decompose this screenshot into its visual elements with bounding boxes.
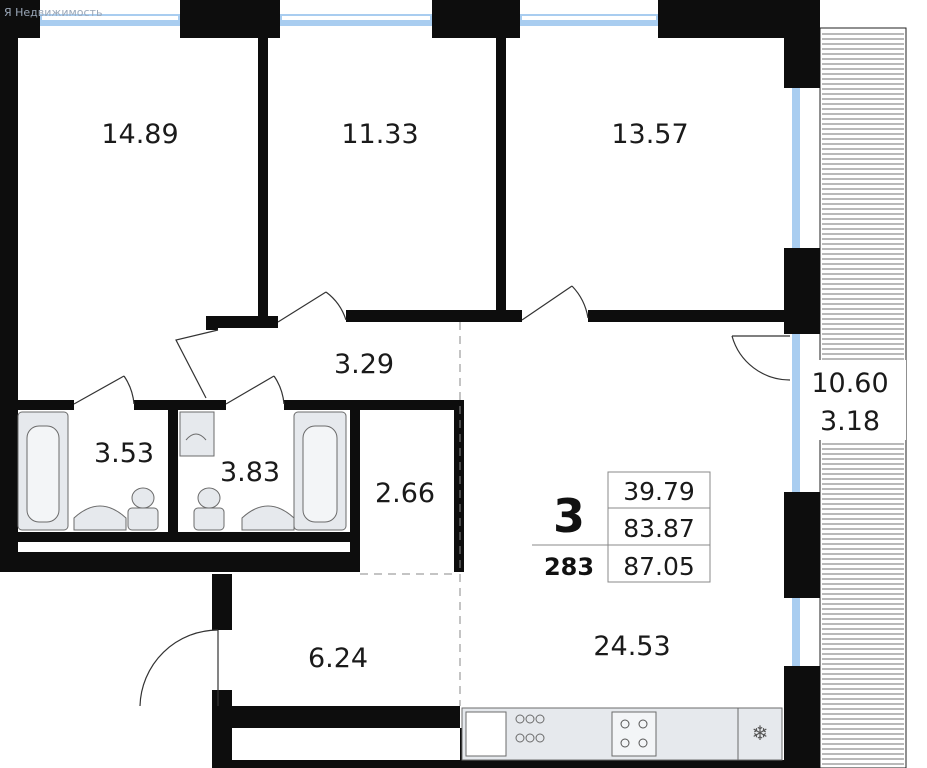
total-area: 83.87 (623, 514, 695, 543)
window-frames (42, 16, 656, 20)
sink-icon (73, 505, 127, 531)
room-area-bedroom-3: 13.57 (611, 119, 688, 150)
bath-fixtures (17, 411, 347, 531)
zone-lines (360, 322, 461, 706)
room-area-bathroom-2: 3.83 (220, 457, 280, 488)
stove-icon (515, 714, 545, 743)
room-area-kitchen-living: 24.53 (593, 631, 670, 662)
room-area-bedroom-1: 14.89 (101, 119, 178, 150)
balcony-area-full: 10.60 (811, 368, 888, 399)
living-area: 39.79 (623, 477, 695, 506)
balcony (798, 27, 907, 768)
walls (0, 0, 820, 768)
apartment-number: 283 (544, 553, 594, 581)
cooktop-icon (611, 711, 657, 757)
room-area-hallway: 3.29 (334, 349, 394, 380)
toilet-icon (193, 507, 225, 531)
burner-icons (620, 719, 648, 748)
balcony-area-reduced: 3.18 (820, 406, 880, 437)
room-area-bedroom-2: 11.33 (341, 119, 418, 150)
sink-icon (241, 505, 295, 531)
info-block: 3 283 39.79 83.87 87.05 (532, 471, 711, 583)
total-with-balcony: 87.05 (623, 552, 695, 581)
room-area-closet: 2.66 (375, 478, 435, 509)
kitchen-counter: ❄ (461, 707, 783, 761)
watermark: Я Недвижимость (4, 6, 102, 19)
room-area-entrance: 6.24 (308, 643, 368, 674)
fridge (737, 707, 783, 761)
kitchen-sink-icon (465, 711, 507, 757)
snowflake-icon: ❄ (752, 723, 769, 745)
doors (73, 285, 791, 707)
rooms-count: 3 (553, 489, 585, 543)
room-area-bathroom-1: 3.53 (94, 438, 154, 469)
toilet-icon (127, 507, 159, 531)
